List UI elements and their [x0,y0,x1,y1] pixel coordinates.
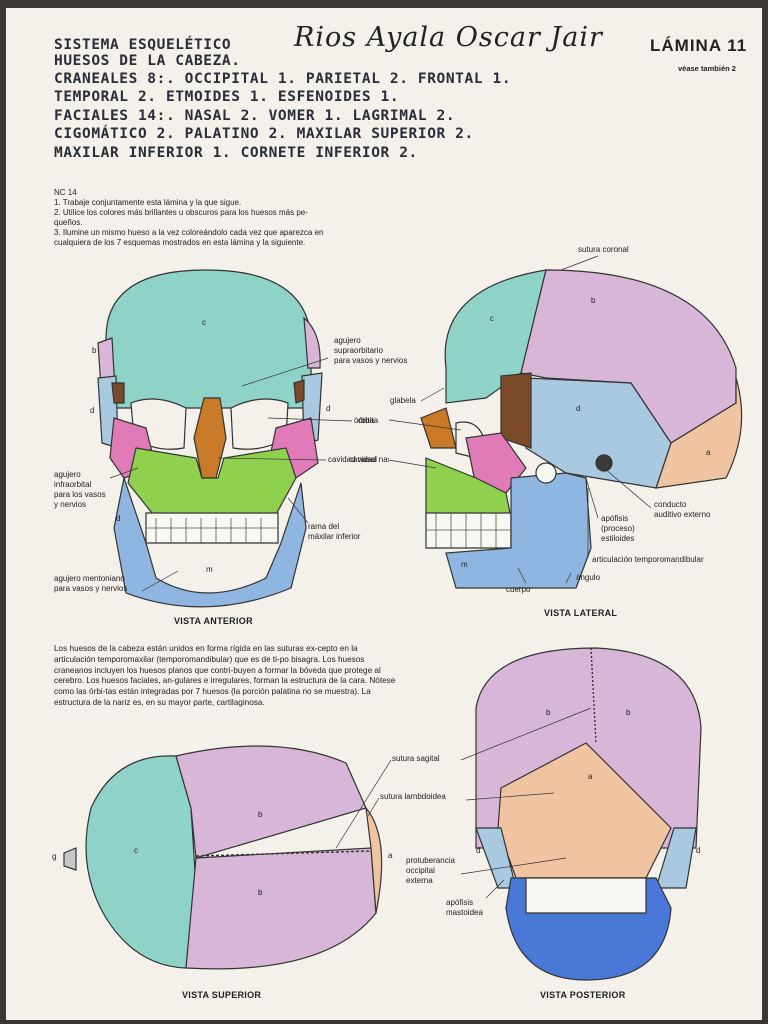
superior-skull-drawing [63,745,383,970]
bone-letter: c [202,318,206,327]
instructions-block: NC 14 1. Trabaje conjuntamente esta lámi… [54,188,399,248]
label-nasal-cavity-anterior: cavidad nasal [328,455,377,464]
instruction-line: 3. Ilumine un mismo hueso a la vez color… [54,228,324,237]
note-line-6: CIGOMÁTICO 2. PALATINO 2. MAXILAR SUPERI… [54,126,474,142]
instruction-line: cualquiera de los 7 esquemas mostrados e… [54,238,306,247]
label-glabella: glabela [390,396,416,405]
bone-letter: a [706,448,711,457]
posterior-view-title: VISTA POSTERIOR [540,990,626,1000]
label-sagittal-suture: sutura sagital [392,754,440,763]
label-orbit-anterior: órbita [354,416,375,425]
label-supraorbital: agujero supraorbitario para vasos y nerv… [334,336,408,365]
label-mastoid: apófisis mastoidea [446,898,483,917]
lateral-view-title: VISTA LATERAL [544,608,618,618]
label-body: cuerpo [506,585,531,594]
bone-letter: d [696,846,701,855]
instruction-line: queños. [54,218,83,227]
bone-letter: m [461,560,468,569]
bone-letter: b [591,296,596,305]
note-line-2: HUESOS DE LA CABEZA. [54,53,241,69]
bone-letter: g [52,852,57,861]
bone-letter: d [90,406,95,415]
note-line-7: MAXILAR INFERIOR 1. CORNETE INFERIOR 2. [54,145,418,161]
anterior-leader-lines [109,357,353,592]
anterior-skull-drawing [97,269,323,608]
note-line-3: CRANEALES 8:. OCCIPITAL 1. PARIETAL 2. F… [54,71,512,87]
student-name: Rios Ayala Oscar Jair [294,22,603,53]
superior-leader-lines [335,759,392,849]
instructions-code: NC 14 [54,188,77,197]
label-mental-foramen: agujero mentoniano para vasos y nervios [54,574,128,593]
superior-view-title: VISTA SUPERIOR [182,990,262,1000]
label-infraorbital: agujero infraorbital para los vasos y ne… [54,470,106,509]
note-line-1: SISTEMA ESQUELÉTICO [54,37,232,53]
bone-letter: b [92,346,97,355]
bone-letter: a [588,772,593,781]
note-line-4: TEMPORAL 2. ETMOIDES 1. ESFENOIDES 1. [54,89,400,105]
lateral-leader-lines [388,255,652,584]
bone-letter: d [326,404,331,413]
instruction-line: 1. Trabaje conjuntamente esta lámina y l… [54,198,242,207]
note-line-5: FACIALES 14:. NASAL 2. VOMER 1. LAGRIMAL… [54,108,456,124]
label-angle: ángulo [576,573,601,582]
bone-letter: b [258,888,263,897]
label-occipital-protuberance: protuberancia occipital externa [406,856,455,885]
bone-letter: d [476,846,481,855]
bone-letter: b [546,708,551,717]
bone-letter: b [626,708,631,717]
posterior-leader-lines [460,707,592,899]
bone-letter: a [388,851,393,860]
bone-letter: c [134,846,138,855]
label-external-meatus: conducto auditivo externo [654,500,711,519]
label-nasal-cavity-lateral: cavidad nasal [349,455,389,464]
posterior-skull-drawing [475,647,702,981]
bone-letter: c [490,314,494,323]
label-lambdoid-suture: sutura lambdoidea [380,792,446,801]
bone-letter: d [576,404,581,413]
label-tmj: articulación temporomandibular [592,555,704,564]
label-coronal-suture: sutura coronal [578,245,629,254]
instruction-line: 2. Utilice los colores más brillantes u … [54,208,308,217]
skull-illustrations [63,255,743,981]
label-orbit-lateral: órbita [358,416,379,425]
label-styloid: apófisis (proceso) estiloides [601,514,635,543]
anatomy-worksheet-page: SISTEMA ESQUELÉTICO HUESOS DE LA CABEZA.… [6,8,762,1020]
anterior-view-title: VISTA ANTERIOR [174,616,253,626]
description-paragraph: Los huesos de la cabeza están unidos en … [54,644,396,707]
label-mandible-ramus: rama del máxilar inferior [308,522,361,541]
see-also-note: véase también 2 [678,64,736,73]
bone-letter: b [258,810,263,819]
plate-title: LÁMINA 11 [650,36,748,55]
bone-letter: d [116,514,121,523]
bone-letter: m [206,565,213,574]
lateral-skull-drawing [420,269,743,589]
